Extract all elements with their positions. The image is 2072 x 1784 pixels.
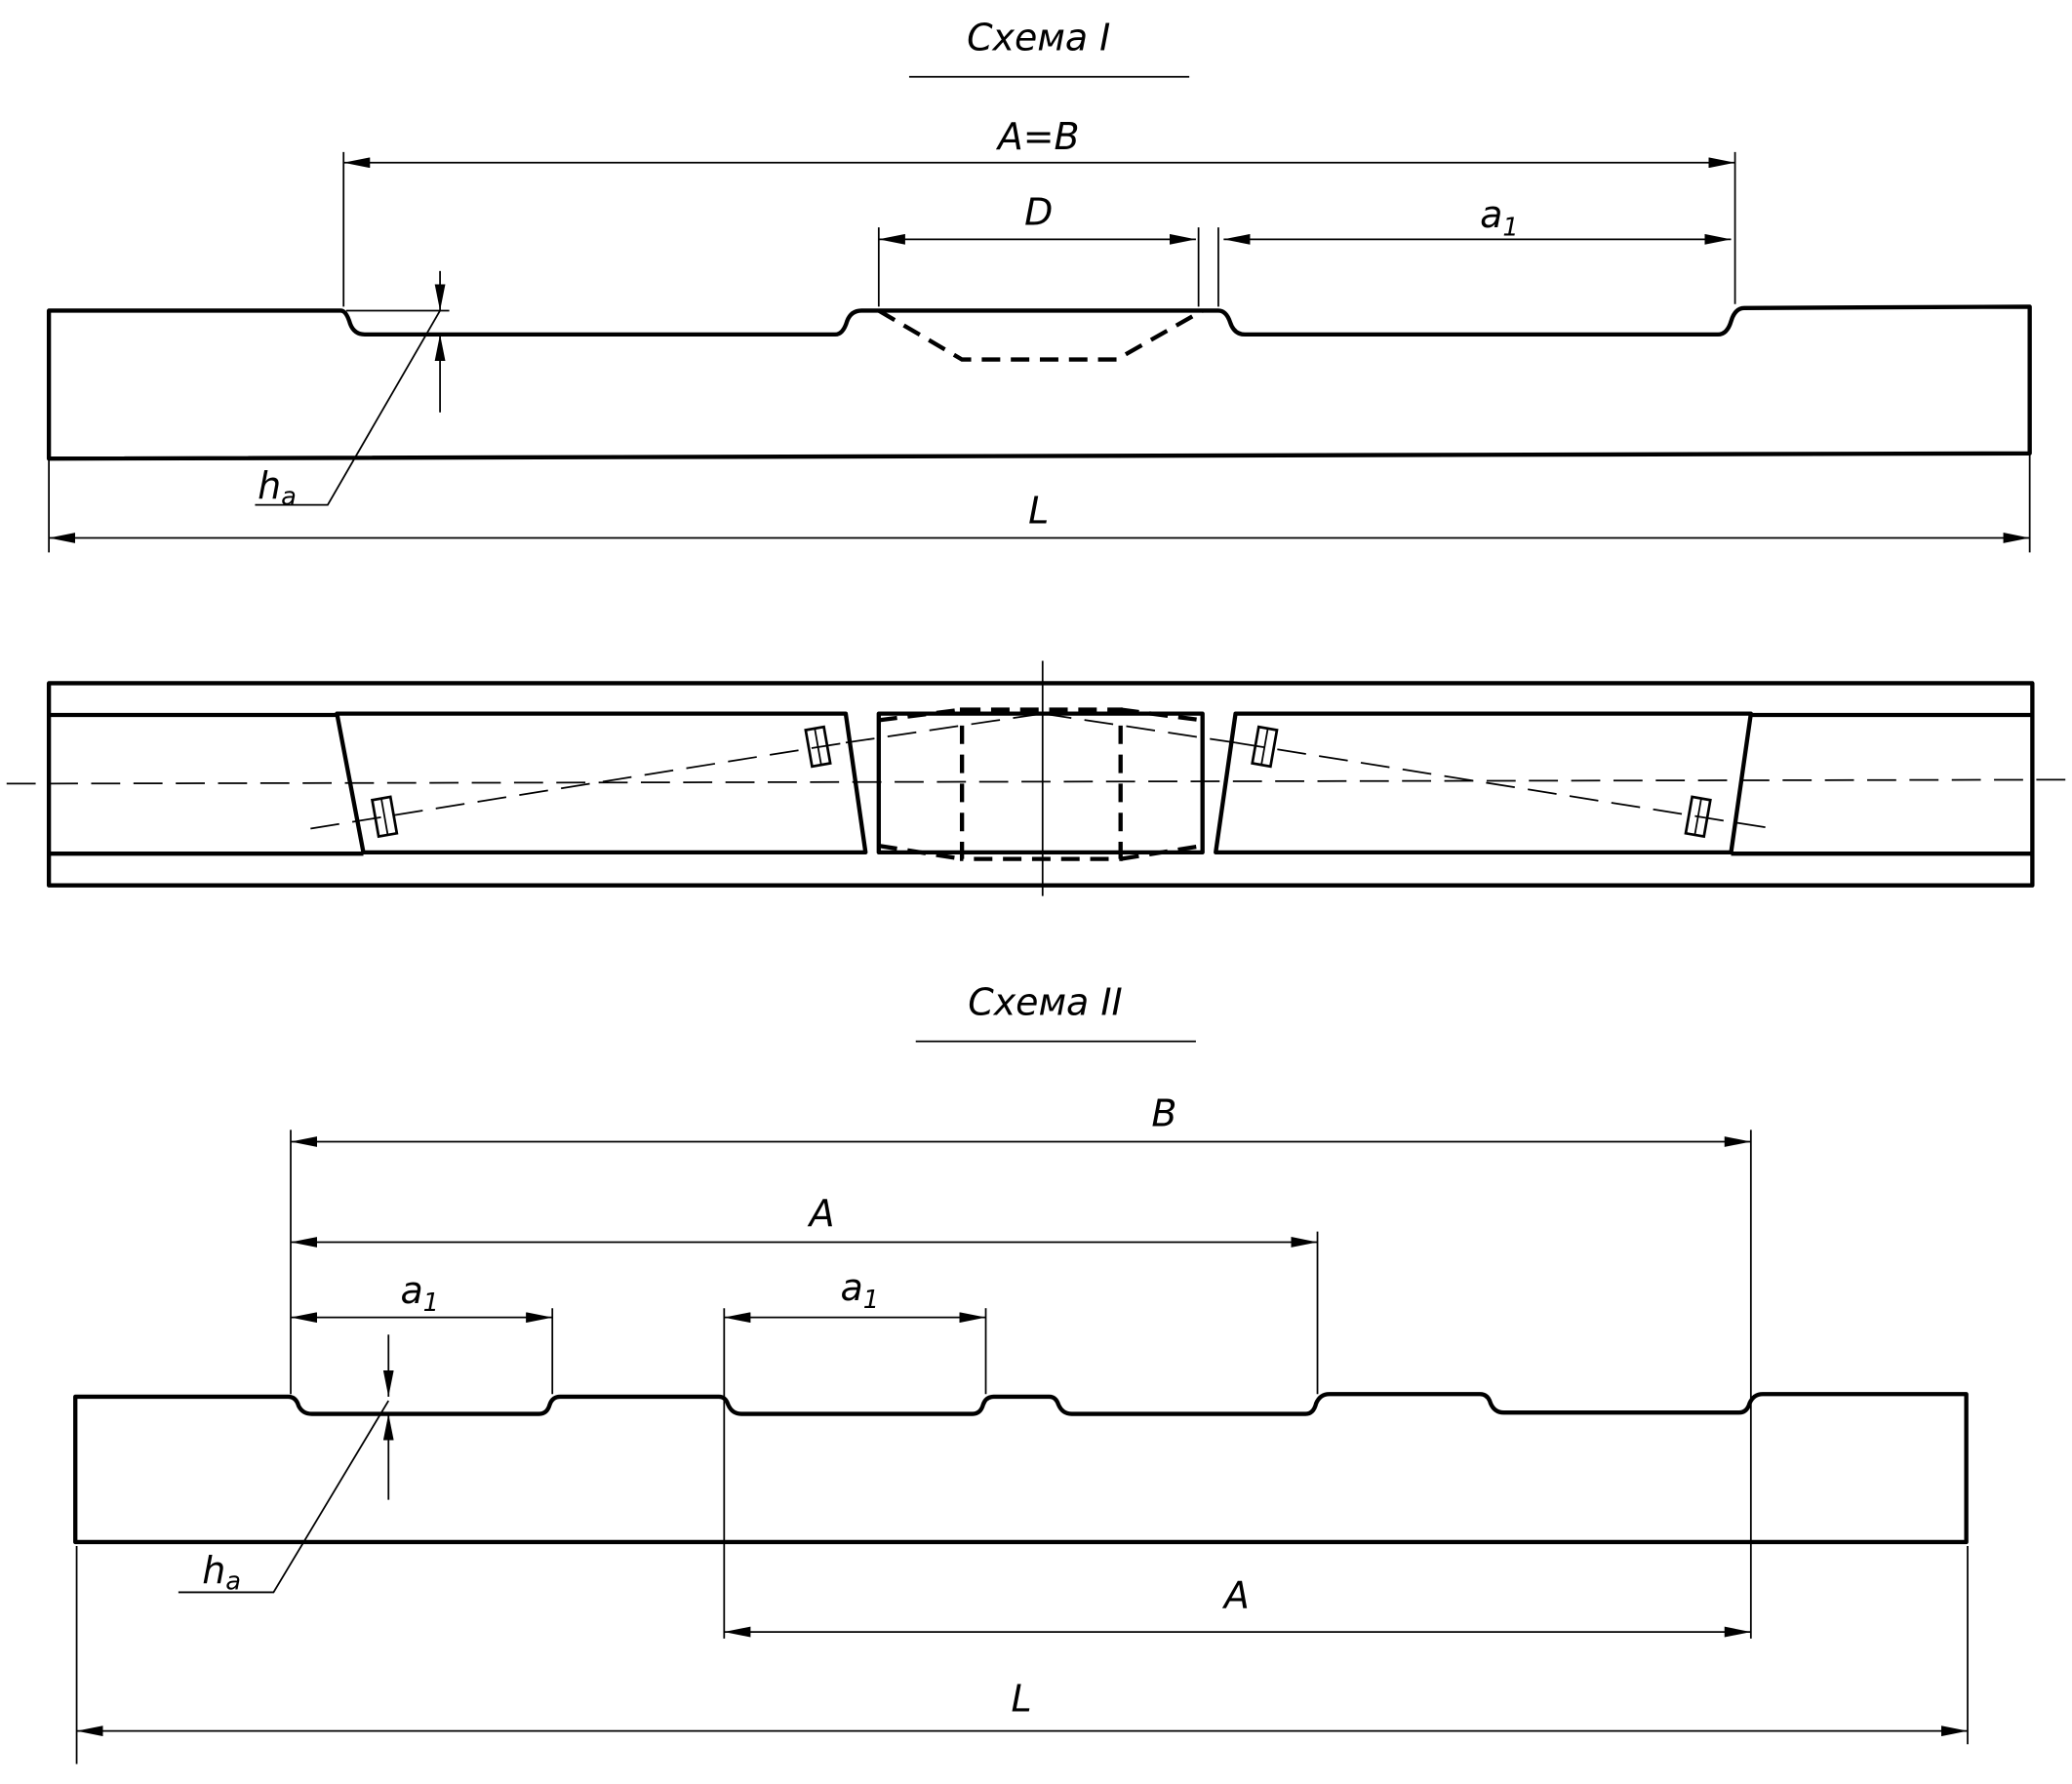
dashed-cutout-plan xyxy=(959,707,1123,861)
label-L: L xyxy=(1028,490,1049,533)
label-a1-mid: a1 xyxy=(841,1266,880,1315)
anchor-plate-icon xyxy=(804,725,832,769)
label-B: B xyxy=(1151,1091,1176,1134)
label-a1-left: a1 xyxy=(400,1269,439,1318)
center-axis xyxy=(6,778,2068,785)
leader-line xyxy=(255,310,441,506)
scheme-2-title: Схема II xyxy=(968,980,1122,1023)
label-L-2: L xyxy=(1012,1677,1032,1720)
label-ha: ha xyxy=(202,1549,241,1597)
anchor-plate-icon xyxy=(370,795,399,839)
scheme-2: Схема II B A a1 a1 ha A L xyxy=(73,980,1969,1764)
anchor-plate-icon xyxy=(1684,795,1712,839)
beam-side-view xyxy=(46,304,2032,461)
left-pocket xyxy=(335,711,868,855)
beam-side-view-2 xyxy=(73,1392,1969,1545)
label-ha: ha xyxy=(258,464,297,512)
center-pocket xyxy=(876,711,1205,855)
leader-line xyxy=(178,1400,390,1594)
beam-plan-view xyxy=(6,660,2068,896)
anchor-plate-icon xyxy=(1251,725,1279,769)
label-A-top: A xyxy=(807,1192,835,1235)
scheme-1: Схема I A=B D a1 ha L xyxy=(6,17,2068,896)
dashed-cutout xyxy=(877,308,1204,362)
label-A-bottom: A xyxy=(1221,1574,1250,1617)
right-pocket xyxy=(1214,711,1754,855)
label-D: D xyxy=(1024,190,1053,233)
scheme-1-title: Схема I xyxy=(967,17,1110,59)
label-AB: A=B xyxy=(995,115,1080,158)
label-a1: a1 xyxy=(1480,193,1519,242)
